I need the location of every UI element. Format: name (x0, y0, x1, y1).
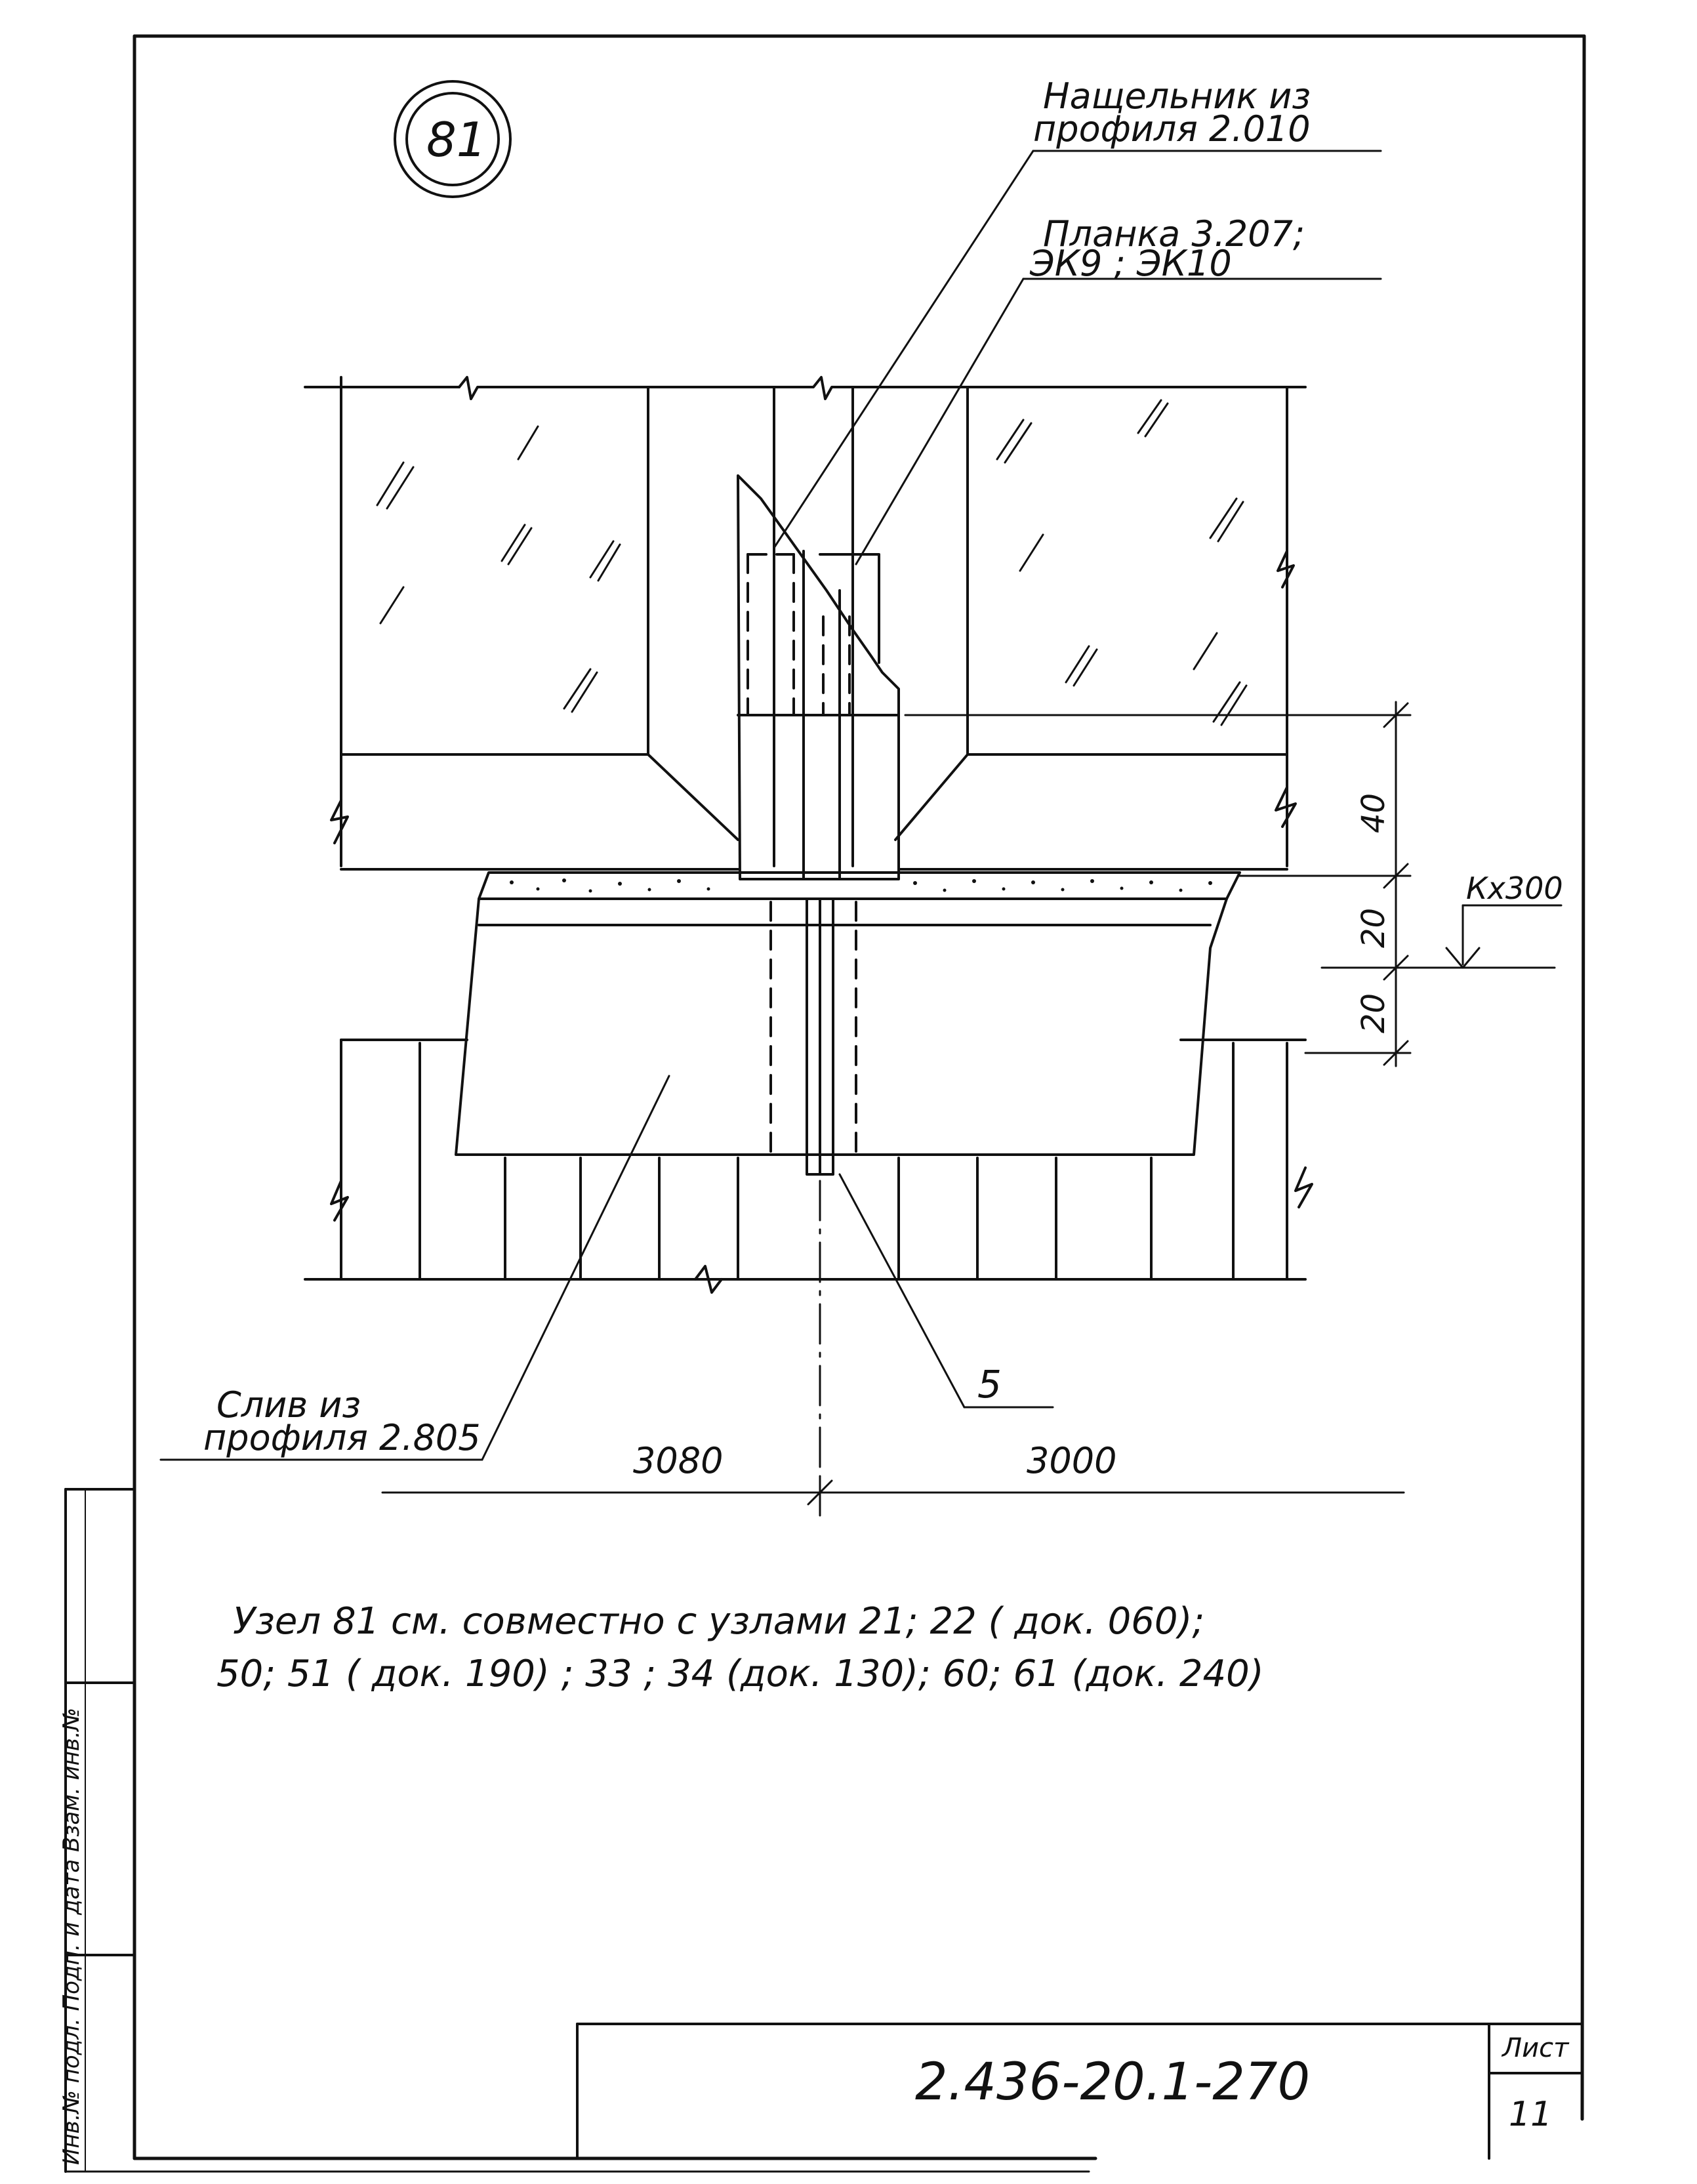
note-line-1: Узел 81 см. совместно с узлами 21; 22 ( … (233, 1600, 1204, 1643)
sheet-frame (64, 34, 1586, 2173)
strip-label-2: ЭК9 ; ЭК10 (1029, 243, 1232, 284)
sheet-number: 11 (1509, 2095, 1552, 2134)
cover-profile-label-2: профиля 2.010 (1033, 108, 1311, 150)
level-mark: Кх300 (1466, 871, 1563, 906)
side-stamp-text: Инв.№ подл. Подп. и дата Взам. инв.№ (58, 1708, 85, 2165)
window-frames (304, 376, 1307, 871)
dimension-3000: 3000 (1027, 1440, 1116, 1481)
dimension-20-lower: 20 (1355, 993, 1392, 1033)
glass-hatching (376, 399, 1248, 726)
cover-profile (737, 474, 900, 880)
cover-profile-label-1: Нащельник из (1043, 75, 1311, 117)
wall-below (304, 1039, 1313, 1294)
dimension-lines (381, 701, 1563, 1517)
sheet-label: Лист (1501, 2033, 1570, 2063)
dimension-3080: 3080 (633, 1440, 723, 1481)
sill-flashing-label-2: профиля 2.805 (203, 1417, 481, 1458)
dimension-20-upper: 20 (1355, 908, 1392, 948)
sill-flashing-label-1: Слив из (216, 1384, 361, 1426)
strip-label-1: Планка 3.207; (1043, 213, 1305, 255)
leader-lines (159, 150, 1382, 1461)
note-line-2: 50; 51 ( док. 190) ; 33 ; 34 (док. 130);… (216, 1653, 1264, 1695)
fastener (806, 897, 834, 1176)
side-stamp (64, 1488, 136, 2173)
dimension-40: 40 (1355, 793, 1392, 833)
sealant-layer (478, 871, 1241, 900)
title-block (576, 2023, 1584, 2160)
fastener-label: 5 (977, 1362, 1002, 1407)
doc-code: 2.436-20.1-270 (915, 2053, 1310, 2112)
sill-flashing (455, 897, 1228, 1156)
node-number-badge: 81 (394, 80, 512, 198)
node-number: 81 (426, 112, 487, 167)
